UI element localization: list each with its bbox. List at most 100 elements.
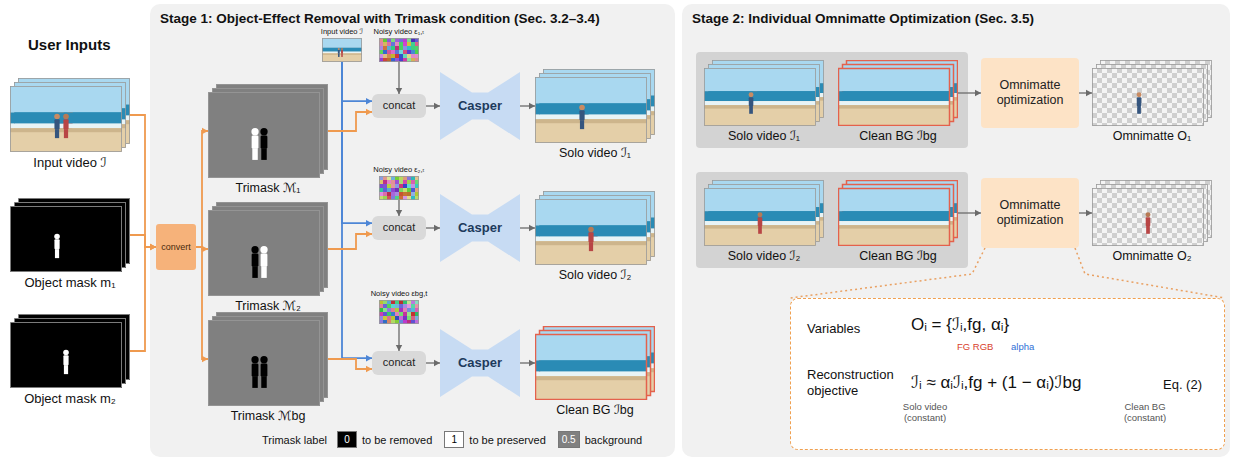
frame-border (1097, 65, 1208, 122)
checker-cell (1147, 113, 1152, 118)
noise-cell (387, 46, 391, 50)
person-figure (64, 129, 68, 138)
noise-cell (391, 50, 395, 54)
person-figure (341, 54, 343, 57)
person-figure (758, 226, 762, 234)
checker-cell (1132, 83, 1137, 88)
noise-cell (411, 192, 415, 196)
noise-cell (383, 54, 387, 58)
wet-sand (535, 119, 647, 123)
checker-cell (1117, 88, 1122, 93)
arrow-head (434, 360, 440, 366)
callout-line (790, 248, 985, 298)
stage-panel: Stage 1: Object-Effect Removal with Trim… (150, 4, 675, 457)
noise-cell (383, 50, 387, 54)
connector-arrow (130, 115, 156, 250)
arrow-head (529, 225, 535, 231)
checker-cell (1187, 113, 1192, 118)
checker-cell (1132, 73, 1137, 78)
image-caption: Noisy video ε₁,ₜ (373, 27, 424, 36)
noise-cell (391, 192, 395, 196)
noise-cell (407, 308, 411, 312)
checker-cell (1162, 93, 1167, 98)
frame-border (380, 39, 419, 62)
checker-cell (1206, 99, 1211, 104)
noise-cell (391, 316, 395, 320)
image-caption: Clean BG ℐbg (859, 129, 936, 144)
noise-cell (411, 316, 415, 320)
video-frame (535, 334, 647, 400)
checker-cell (1132, 93, 1137, 98)
frame-border (1101, 61, 1212, 118)
frame-border (1093, 69, 1204, 126)
checker-cell (1117, 73, 1122, 78)
box-label: concat (383, 356, 415, 369)
noise-cell (395, 46, 399, 50)
person-figure (63, 355, 68, 365)
checker-cell (1206, 214, 1211, 219)
noise-cell (391, 184, 395, 188)
checker-cell (1187, 83, 1192, 88)
image-caption: Input video ℐ (33, 155, 106, 171)
checker-cell (1182, 108, 1187, 113)
noise-cell (407, 46, 411, 50)
box-label: convert (161, 242, 191, 253)
person-figure (63, 119, 68, 129)
video-thumbnail (379, 176, 419, 200)
surf (535, 115, 647, 120)
frame-border (705, 69, 816, 126)
frame-border (11, 87, 122, 152)
person-figure (54, 119, 59, 129)
person-figure (749, 106, 753, 114)
trimask-ground (208, 320, 320, 406)
video-thumbnail (322, 38, 362, 62)
checker-cell (1147, 98, 1152, 103)
sand (838, 225, 950, 246)
sky (838, 188, 950, 211)
checker-cell (1197, 103, 1202, 108)
checker-cell (1162, 98, 1167, 103)
frame-border (536, 335, 647, 400)
noise-cell (383, 304, 387, 308)
person-figure (758, 217, 763, 226)
checker-cell (1097, 78, 1102, 83)
checker-cell (1172, 113, 1177, 118)
checker-cell (1142, 98, 1147, 103)
checker-cell (1152, 118, 1157, 123)
connector-line (328, 234, 372, 249)
person-figure (261, 148, 266, 160)
checker-cell (1152, 93, 1157, 98)
checker-cell (1147, 118, 1152, 123)
video-frame (208, 320, 320, 406)
mask-ground (10, 206, 122, 272)
video-thumbnail-node: Object mask m₁ (10, 198, 130, 272)
wet-sand (704, 105, 816, 108)
checker-cell (1206, 204, 1211, 209)
person-figure (251, 356, 258, 363)
video-frame (535, 77, 647, 143)
video-frame (10, 86, 122, 152)
connector-line (342, 62, 372, 101)
box-label: Casper (458, 355, 502, 371)
checker-cell (1127, 93, 1132, 98)
arrow-head (202, 356, 208, 362)
checker-cell (1152, 113, 1157, 118)
video-frame (1096, 64, 1211, 124)
connector-arrow (958, 210, 981, 216)
checker-cell (1206, 199, 1211, 204)
checker-cell (1127, 98, 1132, 103)
stage-panel: Stage 2: Individual Omnimatte Optimizati… (682, 4, 1230, 457)
video-frame (208, 92, 320, 178)
checker-cell (1097, 93, 1102, 98)
noise-cell (411, 50, 415, 54)
checker-cell (1167, 73, 1172, 78)
video-thumbnail (704, 180, 824, 246)
video-thumbnail-node: Clean BG ℐbg (838, 60, 958, 126)
encoder-decoder-shape (440, 329, 520, 397)
person-figure (580, 120, 584, 129)
checker-cell (1172, 93, 1177, 98)
box-label: concat (383, 99, 415, 112)
person-figure (54, 239, 59, 249)
connector-arrow (426, 225, 440, 231)
surf (838, 221, 950, 225)
